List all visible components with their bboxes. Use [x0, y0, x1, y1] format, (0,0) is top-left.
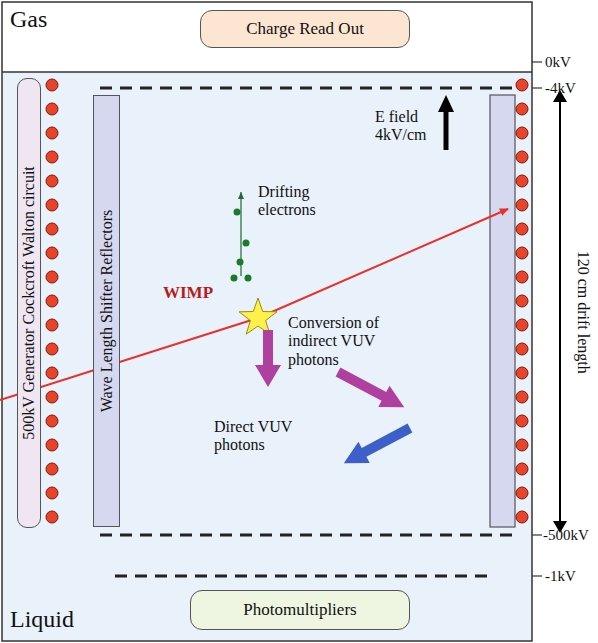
- field-ring: [46, 103, 58, 115]
- photomultiplier-box: Photomultipliers: [190, 590, 410, 630]
- field-ring: [516, 199, 528, 211]
- field-ring: [46, 223, 58, 235]
- label: 0kV: [545, 54, 571, 71]
- field-ring: [516, 463, 528, 475]
- node-label: 500kV Generator Cockcroft Walton circuit: [20, 166, 38, 440]
- gas-liquid-surface: [2, 71, 532, 73]
- field-ring: [516, 295, 528, 307]
- field-ring: [46, 343, 58, 355]
- tick: [532, 61, 542, 62]
- field-ring: [46, 415, 58, 427]
- tick: [532, 575, 542, 576]
- label: WIMP: [163, 283, 213, 303]
- field-ring: [46, 79, 58, 91]
- node-label: Charge Read Out: [246, 19, 364, 39]
- label: Gas: [10, 6, 47, 34]
- field-ring: [516, 367, 528, 379]
- field-ring: [46, 391, 58, 403]
- field-ring: [516, 391, 528, 403]
- tick: [532, 534, 542, 535]
- field-ring: [46, 511, 58, 523]
- detector-frame: [2, 2, 532, 641]
- field-ring: [46, 463, 58, 475]
- tick: [532, 87, 542, 88]
- field-ring: [46, 247, 58, 259]
- field-ring: [46, 271, 58, 283]
- photon-arrow: [255, 330, 281, 387]
- field-ring: [516, 247, 528, 259]
- label: 120 cm drift length: [573, 251, 591, 374]
- field-ring: [46, 175, 58, 187]
- grid-line: [100, 534, 518, 537]
- field-ring: [516, 223, 528, 235]
- field-ring: [516, 343, 528, 355]
- field-ring: [46, 295, 58, 307]
- label: -1kV: [545, 568, 576, 585]
- readout-box: Charge Read Out: [200, 10, 410, 48]
- node-label: Photomultipliers: [243, 600, 356, 620]
- field-ring: [516, 271, 528, 283]
- field-ring: [516, 127, 528, 139]
- generator-box: 500kV Generator Cockcroft Walton circuit: [17, 78, 41, 528]
- photon-arrow: [338, 417, 415, 473]
- field-ring: [516, 79, 528, 91]
- field-ring: [516, 511, 528, 523]
- label: -4kV: [545, 80, 576, 97]
- electrons: [231, 209, 252, 282]
- field-ring: [46, 151, 58, 163]
- field-ring: [516, 439, 528, 451]
- label: -500kV: [543, 527, 589, 544]
- field-ring: [46, 127, 58, 139]
- field-ring: [516, 103, 528, 115]
- label: Direct VUV photons: [214, 418, 314, 455]
- interaction-star: [239, 298, 277, 334]
- label: E field 4kV/cm: [375, 108, 441, 145]
- field-ring: [516, 175, 528, 187]
- field-ring: [46, 199, 58, 211]
- photon-arrow: [332, 361, 409, 417]
- field-ring: [46, 439, 58, 451]
- liquid-region: [2, 72, 532, 641]
- field-ring: [516, 487, 528, 499]
- label: Drifting electrons: [258, 183, 338, 220]
- reflector-panel: [490, 95, 515, 527]
- label: Conversion of indirect VUV photons: [288, 314, 413, 369]
- grid-line: [115, 575, 490, 578]
- arrow-head: [438, 95, 454, 112]
- field-ring: [516, 319, 528, 331]
- grid-line: [100, 87, 518, 90]
- node-label: Wave Length Shifter Reflectors: [97, 210, 115, 413]
- field-ring: [46, 367, 58, 379]
- field-ring: [46, 319, 58, 331]
- field-ring: [46, 487, 58, 499]
- label: Liquid: [10, 606, 74, 634]
- reflector-panel: Wave Length Shifter Reflectors: [93, 95, 120, 527]
- wimp-track: [0, 209, 508, 400]
- field-ring: [516, 151, 528, 163]
- field-ring: [516, 415, 528, 427]
- field-arrow: [444, 110, 449, 150]
- drift-length-arrow: [559, 100, 561, 523]
